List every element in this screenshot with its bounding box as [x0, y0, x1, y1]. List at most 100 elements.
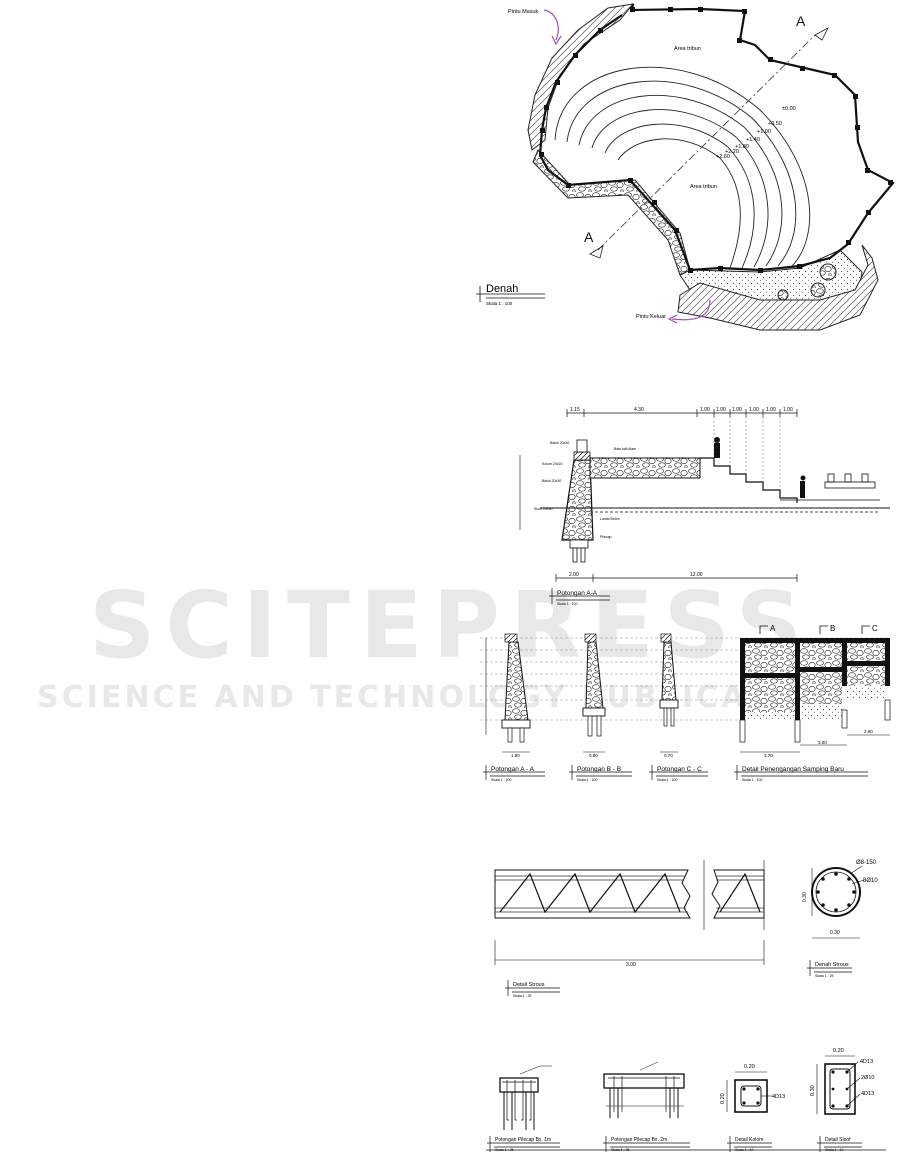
- plan-exit-label: Pintu Keluar: [636, 314, 666, 320]
- pilecap-1-title: Potongan Pilecap Bx. 1m: [495, 1137, 551, 1143]
- section-aa-dim: 1.00: [700, 407, 710, 413]
- plan-brick-band-bottom: [677, 244, 879, 331]
- plan-entrance-label: Pintu Masuk: [508, 9, 539, 15]
- detail-side-dim: 2.80: [864, 729, 873, 734]
- small-section-dim: 0.80: [589, 753, 598, 758]
- strous-length: 3.00: [626, 962, 636, 968]
- strous-plan-bars-label: 8Ø10: [863, 878, 878, 884]
- plan-level: +2.60: [716, 154, 730, 160]
- plan-entrance-arrow: [543, 9, 559, 41]
- section-aa-bottom-dim: 2.00: [569, 572, 579, 578]
- section-aa-note: Pilecap: [600, 535, 612, 539]
- section-aa-dim: 1.00: [766, 407, 776, 413]
- section-aa-note: Balok 20x30: [550, 441, 569, 445]
- section-aa-dim: 1.00: [783, 407, 793, 413]
- plan-section-mark-bottom: A: [584, 229, 594, 245]
- plan-level: +1.40: [746, 137, 760, 143]
- small-section-dim: 1.80: [511, 753, 520, 758]
- section-aa-wall: [561, 459, 594, 541]
- detail-side-mark: C: [872, 624, 878, 633]
- plan-tribune-arcs: [554, 66, 811, 269]
- strous-plan-scale: Skala 1 : 25: [815, 974, 834, 978]
- detail-side-dim: 3.70: [764, 753, 773, 758]
- small-section-title: Potongan B - B: [577, 766, 621, 773]
- section-aa-bottom-dim: 12.00: [690, 572, 703, 578]
- section-aa-dim: 1.00: [749, 407, 759, 413]
- section-aa-stone-fill: [589, 457, 701, 479]
- plan-level: ±0.00: [782, 106, 796, 112]
- kolom-height: 0.20: [720, 1093, 726, 1104]
- strous-plan-dim-h: 0.30: [830, 930, 840, 936]
- sloof-top-bars: 4D13: [860, 1059, 873, 1065]
- small-section-scale: Skala 1 : 100: [491, 778, 511, 782]
- sloof-detail: 0.20 0.30 4D13 2Ø10 4D13 Detail Sloof Sk…: [810, 1048, 874, 1152]
- plan-level: +2.20: [725, 149, 739, 155]
- plan-columns: [539, 7, 893, 273]
- small-section-title: Potongan A - A: [491, 766, 535, 773]
- section-aa-scale: Skala 1 : 100: [557, 602, 577, 606]
- section-aa-drawing: 1.15 4.30 1.00 1.00 1.00 1.00 1.00 1.00: [519, 407, 890, 606]
- detail-side-elevation: A B C 3.70: [734, 624, 891, 782]
- sloof-width: 0.20: [833, 1048, 844, 1054]
- detail-side-mark: B: [830, 624, 835, 633]
- detail-side-scale: Skala 1 : 100: [742, 778, 762, 782]
- strous-spiral: [499, 872, 681, 914]
- section-aa-steps: [700, 457, 798, 503]
- detail-side-mark: A: [770, 624, 776, 633]
- strous-title: Detail Strous: [513, 982, 545, 988]
- sloof-mid-bars: 2Ø10: [861, 1075, 874, 1081]
- plan-exit-arrow: [671, 299, 711, 321]
- plan-tribune-bottom-label: Area tribun: [690, 184, 717, 190]
- plan-level: +1.00: [757, 129, 771, 135]
- plan-level-labels: ±0.00 +0.50 +1.00 +1.40 +1.80 +2.20 +2.6…: [716, 106, 796, 160]
- strous-plan-dim-v: 0.30: [802, 892, 808, 902]
- detail-side-dim: 3.00: [818, 740, 827, 745]
- sloof-title: Detail Sloof: [825, 1137, 851, 1143]
- small-section-b: 0.80 Potongan B - B Skala 1 : 100: [569, 633, 632, 782]
- small-section-title: Potongan C - C: [657, 766, 702, 773]
- plan-tribune-top-label: Area tribun: [674, 46, 701, 52]
- kolom-title: Detail Kolom: [735, 1137, 763, 1143]
- section-aa-note: Balok 20x30: [542, 479, 561, 483]
- section-aa-dim: 1.00: [732, 407, 742, 413]
- section-aa-note: Sloof 20x30: [534, 507, 553, 511]
- pilecap-2-detail: Potongan Pilecap Bx. 2m Skala 1 : 25: [603, 1061, 690, 1152]
- small-section-scale: Skala 1 : 100: [577, 778, 597, 782]
- small-sections: 1.80 Potongan A - A Skala 1 : 100 0.80 P…: [480, 624, 891, 782]
- small-section-a: 1.80 Potongan A - A Skala 1 : 100: [483, 633, 545, 782]
- sloof-height: 0.30: [810, 1085, 816, 1096]
- plan-level: +1.80: [735, 144, 749, 150]
- plan-stone-band: [532, 149, 691, 276]
- small-section-c: 0.70 Potongan C - C Skala 1 : 100: [649, 633, 708, 782]
- section-aa-dim: 4.30: [634, 407, 644, 413]
- pilecap-1-detail: Potongan Pilecap Bx. 1m Skala 1 : 25: [487, 1065, 560, 1152]
- plan-title: Denah: [486, 283, 518, 295]
- plan-outer-wall: [538, 3, 895, 272]
- kolom-width: 0.20: [744, 1064, 755, 1070]
- section-aa-note: Batu kali Alam: [614, 447, 636, 451]
- section-aa-note: Kolom 20x20: [542, 462, 562, 466]
- plan-scale: Skala 1 : 100: [486, 301, 513, 306]
- section-aa-note: Lantai Beton: [600, 517, 620, 521]
- kolom-detail: 0.20 0.20 4D13 Detail Kolom Skala 1 : 10: [720, 1064, 785, 1152]
- plan-section-mark-top: A: [796, 13, 806, 29]
- sloof-bottom-bars: 4D13: [861, 1091, 874, 1097]
- strous-scale: Skala 1 : 25: [513, 994, 532, 998]
- strous-plan-spiral: Ø8-150: [856, 860, 877, 866]
- strous-plan-title: Denah Strous: [815, 962, 849, 968]
- small-section-scale: Skala 1 : 100: [657, 778, 677, 782]
- detail-side-title: Detail Penengangan Samping Baru: [742, 766, 844, 773]
- plan-brick-band-left: [527, 3, 635, 151]
- strous-plan-bars: [816, 872, 856, 912]
- strous-plan: Ø8-150 8Ø10 0.30 0.30 Denah Strous Skala…: [802, 860, 878, 978]
- plan-section-line: [597, 34, 816, 251]
- section-aa-dim: 1.00: [716, 407, 726, 413]
- section-aa-title: Potongan A-A: [557, 590, 598, 597]
- plan-level: +0.50: [768, 121, 782, 127]
- section-aa-top-dims: 1.15 4.30 1.00 1.00 1.00 1.00 1.00 1.00: [570, 407, 793, 413]
- kolom-bars: 4D13: [772, 1094, 785, 1100]
- section-aa-notes: Balok 20x30 Kolom 20x20 Balok 20x30 Sloo…: [534, 441, 636, 539]
- strous-detail: 3.00 Detail Strous Skala 1 : 25: [494, 860, 765, 998]
- pilecap-2-title: Potongan Pilecap Bx. 2m: [611, 1137, 667, 1143]
